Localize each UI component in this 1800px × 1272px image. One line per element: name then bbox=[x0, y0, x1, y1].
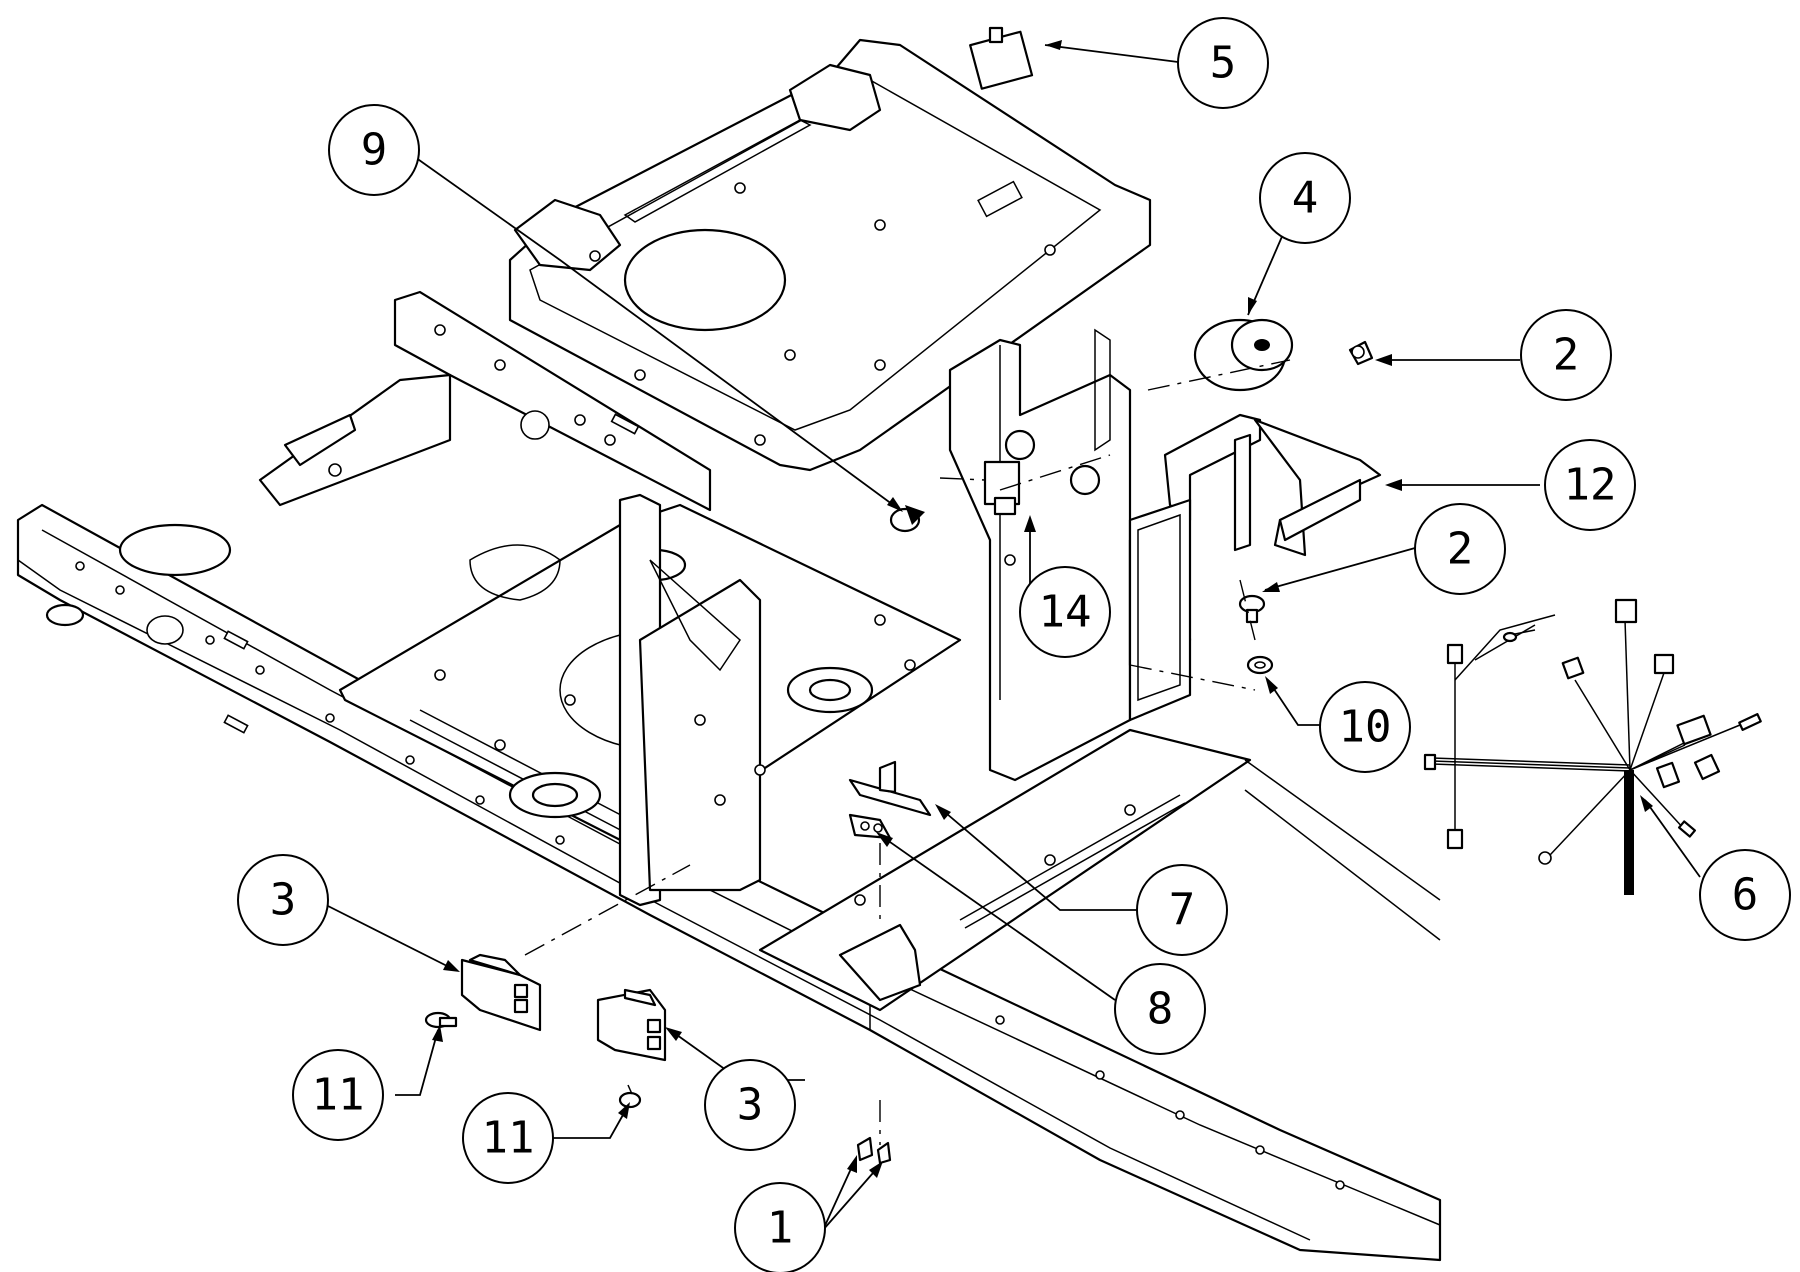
callout-label: 10 bbox=[1339, 702, 1392, 753]
part-8-bracket bbox=[848, 813, 892, 840]
callout-label: 9 bbox=[361, 125, 388, 176]
callout-1: 1 bbox=[734, 1182, 826, 1272]
callout-label: 2 bbox=[1447, 524, 1474, 575]
callout-10: 10 bbox=[1319, 681, 1411, 773]
part-7-clip bbox=[848, 760, 932, 817]
callout-label: 1 bbox=[767, 1203, 794, 1254]
callout-label: 3 bbox=[270, 875, 297, 926]
part-9-bumper bbox=[889, 505, 925, 533]
callout-label: 5 bbox=[1210, 38, 1237, 89]
callout-11-right: 11 bbox=[462, 1092, 554, 1184]
part-11-screw-right bbox=[618, 1084, 642, 1109]
callout-label: 6 bbox=[1732, 870, 1759, 921]
callout-11-left: 11 bbox=[292, 1049, 384, 1141]
footrest bbox=[758, 728, 1252, 1012]
callout-label: 4 bbox=[1292, 173, 1319, 224]
callout-label: 3 bbox=[737, 1080, 764, 1131]
part-5-switch bbox=[969, 26, 1034, 90]
callout-8: 8 bbox=[1114, 963, 1206, 1055]
part-1-rivets bbox=[856, 1136, 892, 1165]
callout-label: 11 bbox=[312, 1070, 365, 1121]
rear-frame bbox=[258, 290, 712, 512]
callout-5: 5 bbox=[1177, 17, 1269, 109]
callout-7: 7 bbox=[1136, 864, 1228, 956]
callout-label: 14 bbox=[1039, 587, 1092, 638]
callout-4: 4 bbox=[1259, 152, 1351, 244]
leader-lines bbox=[327, 40, 1701, 1231]
part-11-screw-left bbox=[424, 1011, 458, 1029]
seat-platform bbox=[508, 38, 1152, 472]
callout-label: 12 bbox=[1564, 460, 1617, 511]
callout-label: 2 bbox=[1553, 330, 1580, 381]
callout-label: 8 bbox=[1147, 984, 1174, 1035]
part-14-relay bbox=[983, 460, 1021, 516]
part-2-screw-upper bbox=[1348, 340, 1374, 366]
part-2-screw-lower bbox=[1238, 594, 1266, 624]
callout-9: 9 bbox=[328, 104, 420, 196]
part-10-nut bbox=[1246, 655, 1274, 675]
centerlines bbox=[524, 359, 1291, 1145]
callout-label: 11 bbox=[482, 1113, 535, 1164]
battery-box bbox=[1128, 498, 1192, 722]
callout-6: 6 bbox=[1699, 849, 1791, 941]
callout-14: 14 bbox=[1019, 566, 1111, 658]
part-4-ignition bbox=[1193, 318, 1294, 392]
callout-12: 12 bbox=[1544, 439, 1636, 531]
callout-3-right: 3 bbox=[704, 1059, 796, 1151]
side-plates bbox=[618, 328, 1132, 907]
part-6-harness bbox=[1423, 598, 1762, 895]
callout-3-left: 3 bbox=[237, 854, 329, 946]
callout-label: 7 bbox=[1169, 885, 1196, 936]
callout-2-lower: 2 bbox=[1414, 503, 1506, 595]
part-12-bracket bbox=[1163, 413, 1382, 557]
rail-holes bbox=[75, 561, 1345, 1190]
callout-2-upper: 2 bbox=[1520, 309, 1612, 401]
part-3-switch-left bbox=[460, 953, 542, 1032]
part-3-switch-right bbox=[596, 988, 667, 1062]
